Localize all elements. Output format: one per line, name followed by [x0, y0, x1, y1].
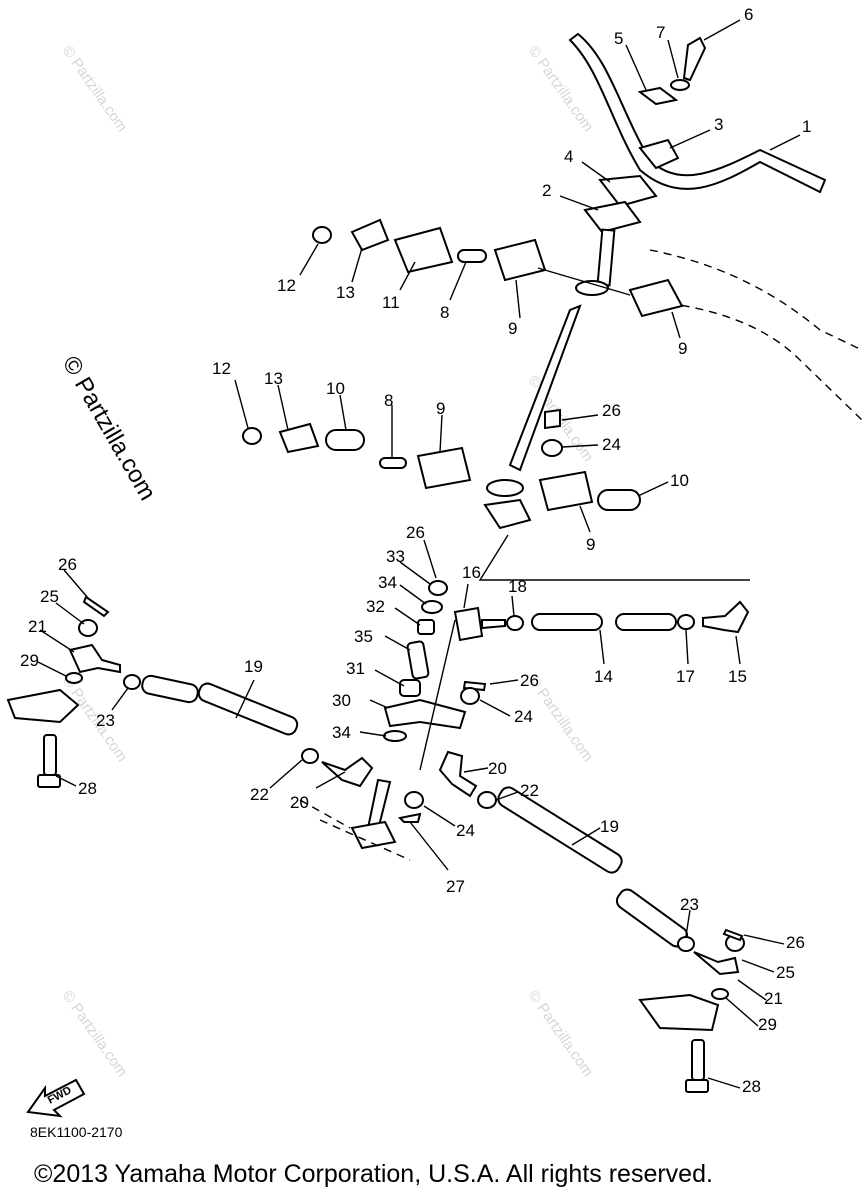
callout-13b: 13	[264, 369, 283, 388]
callout-32: 32	[366, 597, 385, 616]
callout-13: 13	[336, 283, 355, 302]
pivot-arm-assembly	[299, 580, 467, 861]
lower-bushing-assembly	[242, 408, 641, 512]
callout-28b: 28	[742, 1077, 761, 1096]
watermark: © Partzilla.com	[525, 988, 597, 1081]
callout-16: 16	[462, 563, 481, 582]
callout-24: 24	[602, 435, 621, 454]
callout-10b: 10	[670, 471, 689, 490]
callout-24c: 24	[456, 821, 475, 840]
callout-29: 29	[20, 651, 39, 670]
diagram-code: 8EK1100-2170	[30, 1124, 123, 1140]
callout-12: 12	[277, 276, 296, 295]
left-tie-rod	[6, 595, 374, 788]
frame-outline	[639, 249, 862, 421]
callout-26e: 26	[786, 933, 805, 952]
callout-34: 34	[378, 573, 397, 592]
callout-6: 6	[744, 5, 753, 24]
callout-14: 14	[594, 667, 613, 686]
callout-22: 22	[250, 785, 269, 804]
callout-33: 33	[386, 547, 405, 566]
relay-rod	[453, 534, 750, 642]
callout-20: 20	[290, 793, 309, 812]
callout-35: 35	[354, 627, 373, 646]
callout-2: 2	[542, 181, 551, 200]
callout-9b: 9	[678, 339, 687, 358]
callout-31: 31	[346, 659, 365, 678]
callout-28: 28	[78, 779, 97, 798]
callout-9: 9	[508, 319, 517, 338]
callout-17: 17	[676, 667, 695, 686]
callout-1: 1	[802, 117, 811, 136]
callout-26c: 26	[406, 523, 425, 542]
watermark: © Partzilla.com	[59, 43, 131, 136]
watermark: © Partzilla.com	[59, 673, 131, 766]
callout-34b: 34	[332, 723, 351, 742]
callout-21b: 21	[764, 989, 783, 1008]
callout-25: 25	[40, 587, 59, 606]
callout-26: 26	[58, 555, 77, 574]
callout-9c: 9	[436, 399, 445, 418]
handlebar	[568, 32, 827, 194]
callout-22b: 22	[520, 781, 539, 800]
leader-lines	[37, 19, 801, 1089]
callout-24b: 24	[514, 707, 533, 726]
callout-5: 5	[614, 29, 623, 48]
callout-9d: 9	[586, 535, 595, 554]
callout-3: 3	[714, 115, 723, 134]
handlebar-clamps	[583, 36, 707, 234]
copyright-notice: ©2013 Yamaha Motor Corporation, U.S.A. A…	[34, 1160, 713, 1188]
watermark: © Partzilla.com	[59, 988, 131, 1081]
callout-23: 23	[96, 711, 115, 730]
callout-25b: 25	[776, 963, 795, 982]
callout-23b: 23	[680, 895, 699, 914]
fwd-arrow-icon: FWD	[26, 1078, 86, 1118]
callout-8: 8	[440, 303, 449, 322]
callout-30: 30	[332, 691, 351, 710]
callout-19: 19	[244, 657, 263, 676]
callout-4: 4	[564, 147, 573, 166]
callout-15: 15	[728, 667, 747, 686]
callout-26d: 26	[520, 671, 539, 690]
callout-18: 18	[508, 577, 527, 596]
watermark-group: © Partzilla.com © Partzilla.com © Partzi…	[57, 43, 597, 1081]
callout-19b: 19	[600, 817, 619, 836]
callout-11: 11	[382, 293, 400, 312]
callout-27: 27	[446, 877, 465, 896]
callout-10: 10	[326, 379, 345, 398]
callout-12b: 12	[212, 359, 231, 378]
right-tie-rod	[397, 680, 745, 1093]
upper-bushing-assembly	[312, 218, 684, 318]
callout-20b: 20	[488, 759, 507, 778]
callout-21: 21	[28, 617, 47, 636]
callout-8b: 8	[384, 391, 393, 410]
watermark-large: © Partzilla.com	[57, 352, 161, 506]
callout-labels: 1 2 3 4 5 6 7 8 9 9 9 9 10 10 11 12 12 1…	[20, 5, 811, 1096]
callout-26b: 26	[602, 401, 621, 420]
steering-column	[483, 228, 616, 530]
callout-29b: 29	[758, 1015, 777, 1034]
callout-7: 7	[656, 23, 665, 42]
